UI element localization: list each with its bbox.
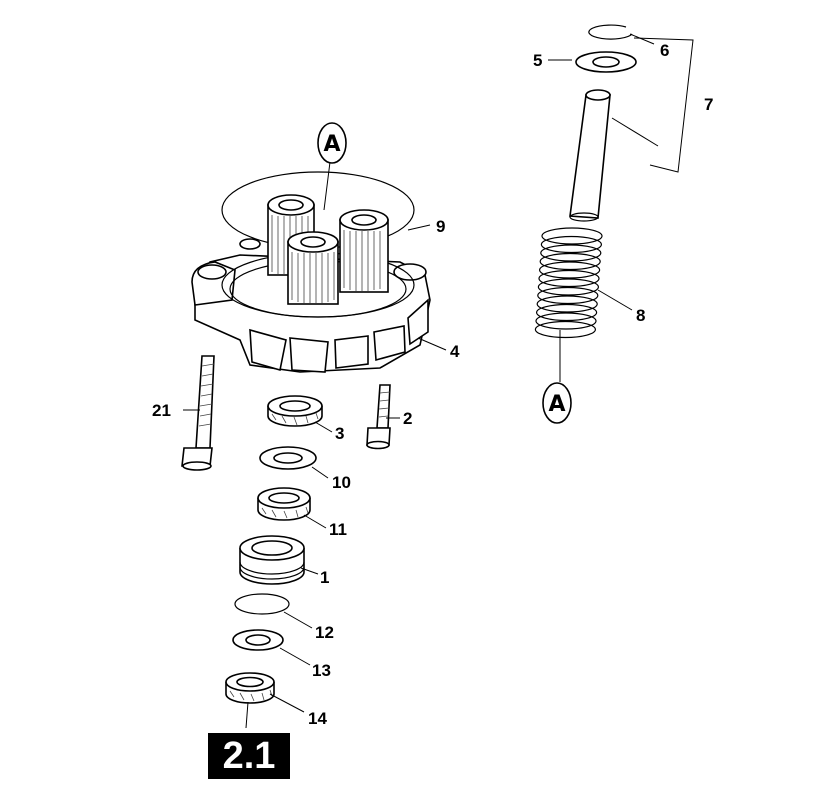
spring-coil	[537, 278, 600, 296]
label-part-6: 6	[660, 41, 669, 60]
label-part-10: 10	[332, 473, 351, 492]
bracket-7	[633, 37, 694, 173]
spring-coil	[538, 261, 601, 279]
label-part-12: 12	[315, 623, 334, 642]
part-12-oring	[234, 593, 290, 615]
section-badge: 2.1	[208, 733, 290, 779]
spring-coil	[540, 235, 603, 254]
spring-coil	[538, 269, 600, 288]
label-part-21: 21	[152, 401, 171, 420]
part-2-bolt	[366, 384, 391, 450]
label-part-14: 14	[308, 709, 327, 728]
part-10-washer	[259, 446, 317, 470]
label-part-3: 3	[335, 424, 344, 443]
callout-a-bottom-text: A	[548, 392, 565, 417]
part-11-seal	[257, 487, 311, 521]
label-part-9: 9	[436, 217, 445, 236]
spring-coil	[535, 303, 598, 322]
leader-7b	[611, 117, 659, 147]
leader-lines	[183, 33, 655, 729]
label-part-4: 4	[450, 342, 460, 361]
spring-coil	[540, 244, 602, 262]
spring-coil	[541, 227, 603, 245]
callout-a-top-text: A	[323, 132, 340, 157]
callout-a-bottom	[542, 382, 572, 424]
label-part-1: 1	[320, 568, 329, 587]
part-4-housing	[191, 194, 431, 373]
callout-a-top	[317, 122, 347, 164]
part-labels: 6 5 7 9 8 4 21 2 3 10 11 1 12 13 14	[152, 41, 713, 728]
part-14-seal	[225, 672, 275, 704]
spring-coil	[537, 286, 599, 305]
label-part-13: 13	[312, 661, 331, 680]
part-6-snap-ring	[588, 24, 633, 40]
spring-coil	[535, 312, 597, 330]
part-21-bolt	[181, 355, 215, 471]
spring-coil	[536, 295, 598, 313]
part-7-plunger	[569, 89, 611, 222]
part-5-washer	[575, 51, 637, 73]
part-8-spring	[534, 227, 603, 339]
label-part-11: 11	[329, 520, 347, 539]
spring-coil	[539, 252, 601, 271]
label-part-2: 2	[403, 409, 412, 428]
part-1-sleeve	[239, 535, 305, 585]
part-3-seal	[267, 395, 323, 427]
spring-coil	[534, 320, 597, 339]
label-part-5: 5	[533, 51, 542, 70]
part-13-washer	[232, 629, 284, 651]
label-part-8: 8	[636, 306, 645, 325]
label-part-7: 7	[704, 95, 713, 114]
